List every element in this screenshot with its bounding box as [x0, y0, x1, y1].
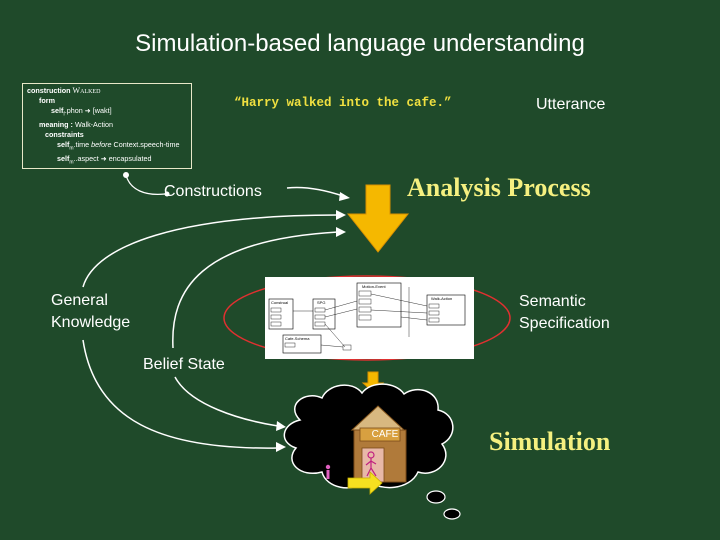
semantic-spec-ellipse: [223, 275, 511, 361]
arrowhead: [339, 192, 350, 201]
belief-state-to-simulation-curve: [174, 376, 279, 427]
construction-meaning: meaning : Walk-Action: [39, 120, 114, 130]
walker-body: [365, 458, 377, 477]
constructions-to-analysis-arrow: [286, 186, 344, 197]
construction-phon: selff.phon ➜ [wakt]: [51, 106, 112, 118]
walk-action-box: [426, 294, 466, 326]
cloud-bubble: [443, 508, 461, 520]
semantic-spec-diagram: Motion-Event Walk-Action Construal SPG C…: [265, 277, 474, 359]
arrowhead: [276, 442, 286, 452]
walk-action-label: Walk-Action: [431, 296, 452, 301]
construal-label: Construal: [271, 300, 288, 305]
cafe-schema-label: Cafe-Schema: [285, 336, 310, 341]
constructions-bullet: [164, 191, 170, 197]
harry-body: [326, 470, 330, 479]
construal-box: [268, 298, 294, 330]
motion-event-box: [356, 282, 402, 328]
construction-constraints: constraints: [45, 130, 84, 140]
arrowhead: [276, 421, 286, 431]
simulation-heading: Simulation: [489, 427, 611, 456]
analysis-arrow: [346, 184, 410, 253]
arrowhead: [336, 210, 346, 220]
general-knowledge-to-analysis-curve: [82, 214, 339, 288]
box-to-constructions-curve: [125, 174, 166, 196]
cloud-bubble: [426, 490, 446, 504]
spg-box: [312, 298, 336, 330]
movement-arrow-icon: [347, 471, 383, 495]
constructions-label: Constructions: [164, 183, 262, 200]
motion-event-label: Motion-Event: [362, 284, 386, 289]
arrow-icon: ➜: [100, 154, 107, 164]
analysis-process-heading: Analysis Process: [407, 173, 591, 202]
belief-state-label: Belief State: [143, 356, 225, 373]
construction-time: selfm.time before Context.speech-time: [57, 140, 180, 152]
construction-aspect: selfm..aspect ➜ encapsulated: [57, 154, 152, 166]
construction-form: form: [39, 96, 55, 106]
construction-schema-box: construction Walked form selff.phon ➜ [w…: [22, 83, 192, 169]
arrowhead: [336, 227, 346, 237]
slide-title: Simulation-based language understanding: [135, 30, 585, 57]
cafe-schema-box: [282, 334, 322, 354]
general-knowledge-to-simulation-curve: [82, 339, 279, 449]
belief-state-to-analysis-curve: [172, 231, 339, 349]
cafe-sign-board: [359, 427, 401, 442]
spg-label: SPG: [317, 300, 325, 305]
construction-header: construction Walked: [27, 86, 101, 95]
utterance-label: Utterance: [536, 96, 606, 113]
harry-head: [325, 464, 331, 470]
arrow-icon: ➜: [84, 106, 91, 116]
utterance-text: “Harry walked into the cafe.”: [234, 96, 452, 110]
cafe-sign-text: CAFE: [371, 429, 399, 440]
